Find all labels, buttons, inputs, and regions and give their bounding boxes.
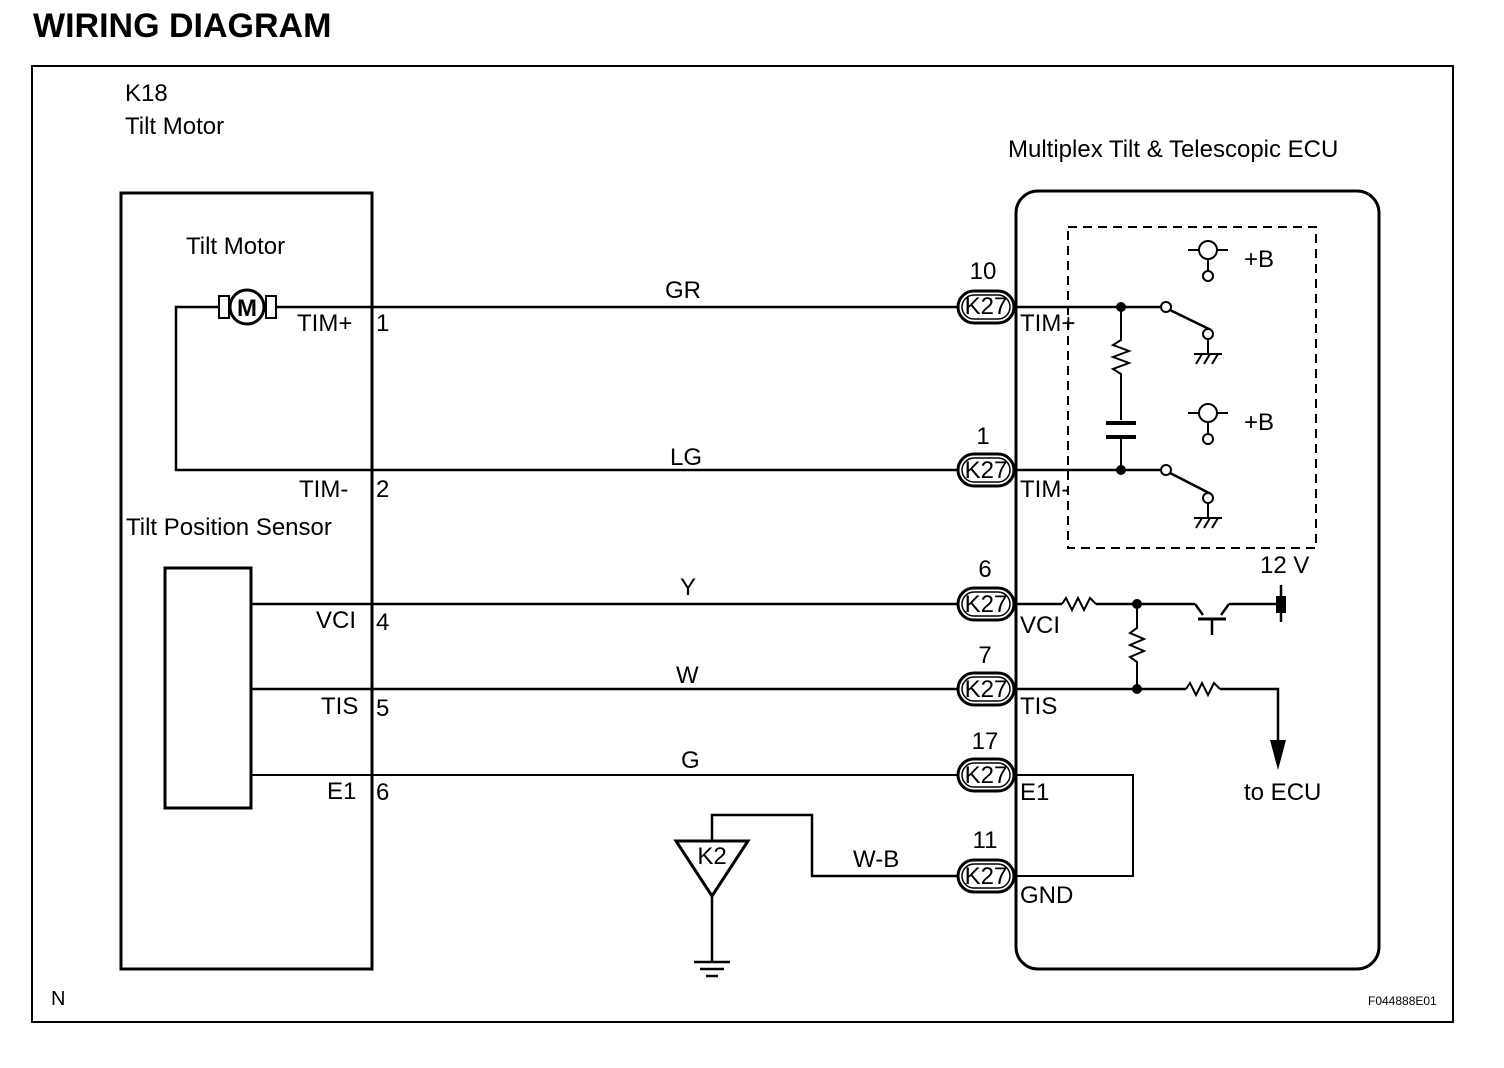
ground-k2: K2 — [673, 839, 751, 978]
motor-symbol: M — [218, 288, 277, 326]
ecu-terminal-gnd: GND — [1020, 882, 1073, 909]
ecu-driver-region — [1067, 226, 1317, 549]
pin-num-4: 4 — [376, 609, 389, 636]
wire-color-gr: GR — [665, 277, 701, 304]
ecu-terminal-tis: TIS — [1020, 693, 1057, 720]
connector-pin-6: 6 — [978, 556, 991, 583]
connector-label: K27 — [965, 457, 1008, 484]
ecu-terminal-vci: VCI — [1020, 612, 1060, 639]
tilt-motor-box — [119, 191, 374, 971]
wire-color-y: Y — [680, 574, 696, 601]
footer-left: N — [51, 988, 65, 1010]
connector-pin-1: 1 — [976, 423, 989, 450]
connector-pin-17: 17 — [972, 728, 999, 755]
connector-k27-pin1: K27 — [956, 452, 1016, 488]
footer-code: F044888E01 — [1368, 994, 1437, 1008]
wire-color-w: W — [676, 662, 699, 689]
connector-k27-pin7: K27 — [956, 671, 1016, 707]
ecu-terminal-tim-plus: TIM+ — [1020, 310, 1075, 337]
pin-name-e1: E1 — [327, 778, 356, 805]
pin-num-5: 5 — [376, 695, 389, 722]
pin-name-tis: TIS — [321, 693, 358, 720]
connector-label: K27 — [965, 676, 1008, 703]
connector-pin-11: 11 — [973, 827, 998, 854]
connector-k27-pin10: K27 — [956, 289, 1016, 325]
tilt-motor-code: K18 — [125, 80, 168, 107]
wire-w-b — [710, 813, 958, 878]
to-ecu-label: to ECU — [1244, 779, 1321, 806]
connector-pin-10: 10 — [970, 258, 997, 285]
wire-color-w-b: W-B — [853, 846, 899, 873]
ecu-box — [1014, 189, 1381, 971]
connector-pin-7: 7 — [978, 642, 991, 669]
supply-label-lower: +B — [1244, 409, 1274, 436]
pin-num-1: 1 — [376, 310, 389, 337]
motor-label: Tilt Motor — [186, 233, 285, 260]
sensor-label: Tilt Position Sensor — [126, 514, 332, 541]
voltage-label: 12 V — [1260, 552, 1309, 579]
page-title: WIRING DIAGRAM — [33, 7, 331, 45]
connector-k27-pin17: K27 — [956, 757, 1016, 793]
ecu-title: Multiplex Tilt & Telescopic ECU — [1008, 136, 1338, 163]
sensor-interface-circuit — [1014, 585, 1286, 877]
wire-color-lg: LG — [670, 444, 702, 471]
connector-label: K27 — [965, 591, 1008, 618]
connector-k27-pin6: K27 — [956, 586, 1016, 622]
motor-symbol-letter: M — [237, 295, 257, 322]
motor-driver-circuit — [1014, 240, 1228, 529]
connector-label: K27 — [965, 293, 1008, 320]
pin-num-2: 2 — [376, 476, 389, 503]
tilt-motor-title: Tilt Motor — [125, 113, 224, 140]
pin-name-vci: VCI — [316, 607, 356, 634]
pin-name-tim-minus: TIM- — [299, 476, 348, 503]
connector-label: K27 — [965, 863, 1008, 890]
pin-num-6: 6 — [376, 779, 389, 806]
ecu-terminal-e1: E1 — [1020, 779, 1049, 806]
diagram-frame — [31, 65, 1454, 1023]
ground-code: K2 — [697, 843, 726, 870]
tilt-position-sensor — [163, 566, 253, 810]
ecu-terminal-tim-minus: TIM- — [1020, 476, 1069, 503]
wire-color-g: G — [681, 747, 700, 774]
connector-k27-pin11: K27 — [956, 858, 1016, 894]
pin-name-tim-plus: TIM+ — [297, 310, 352, 337]
supply-label-upper: +B — [1244, 246, 1274, 273]
connector-label: K27 — [965, 762, 1008, 789]
motor-loop-wire — [174, 305, 372, 472]
